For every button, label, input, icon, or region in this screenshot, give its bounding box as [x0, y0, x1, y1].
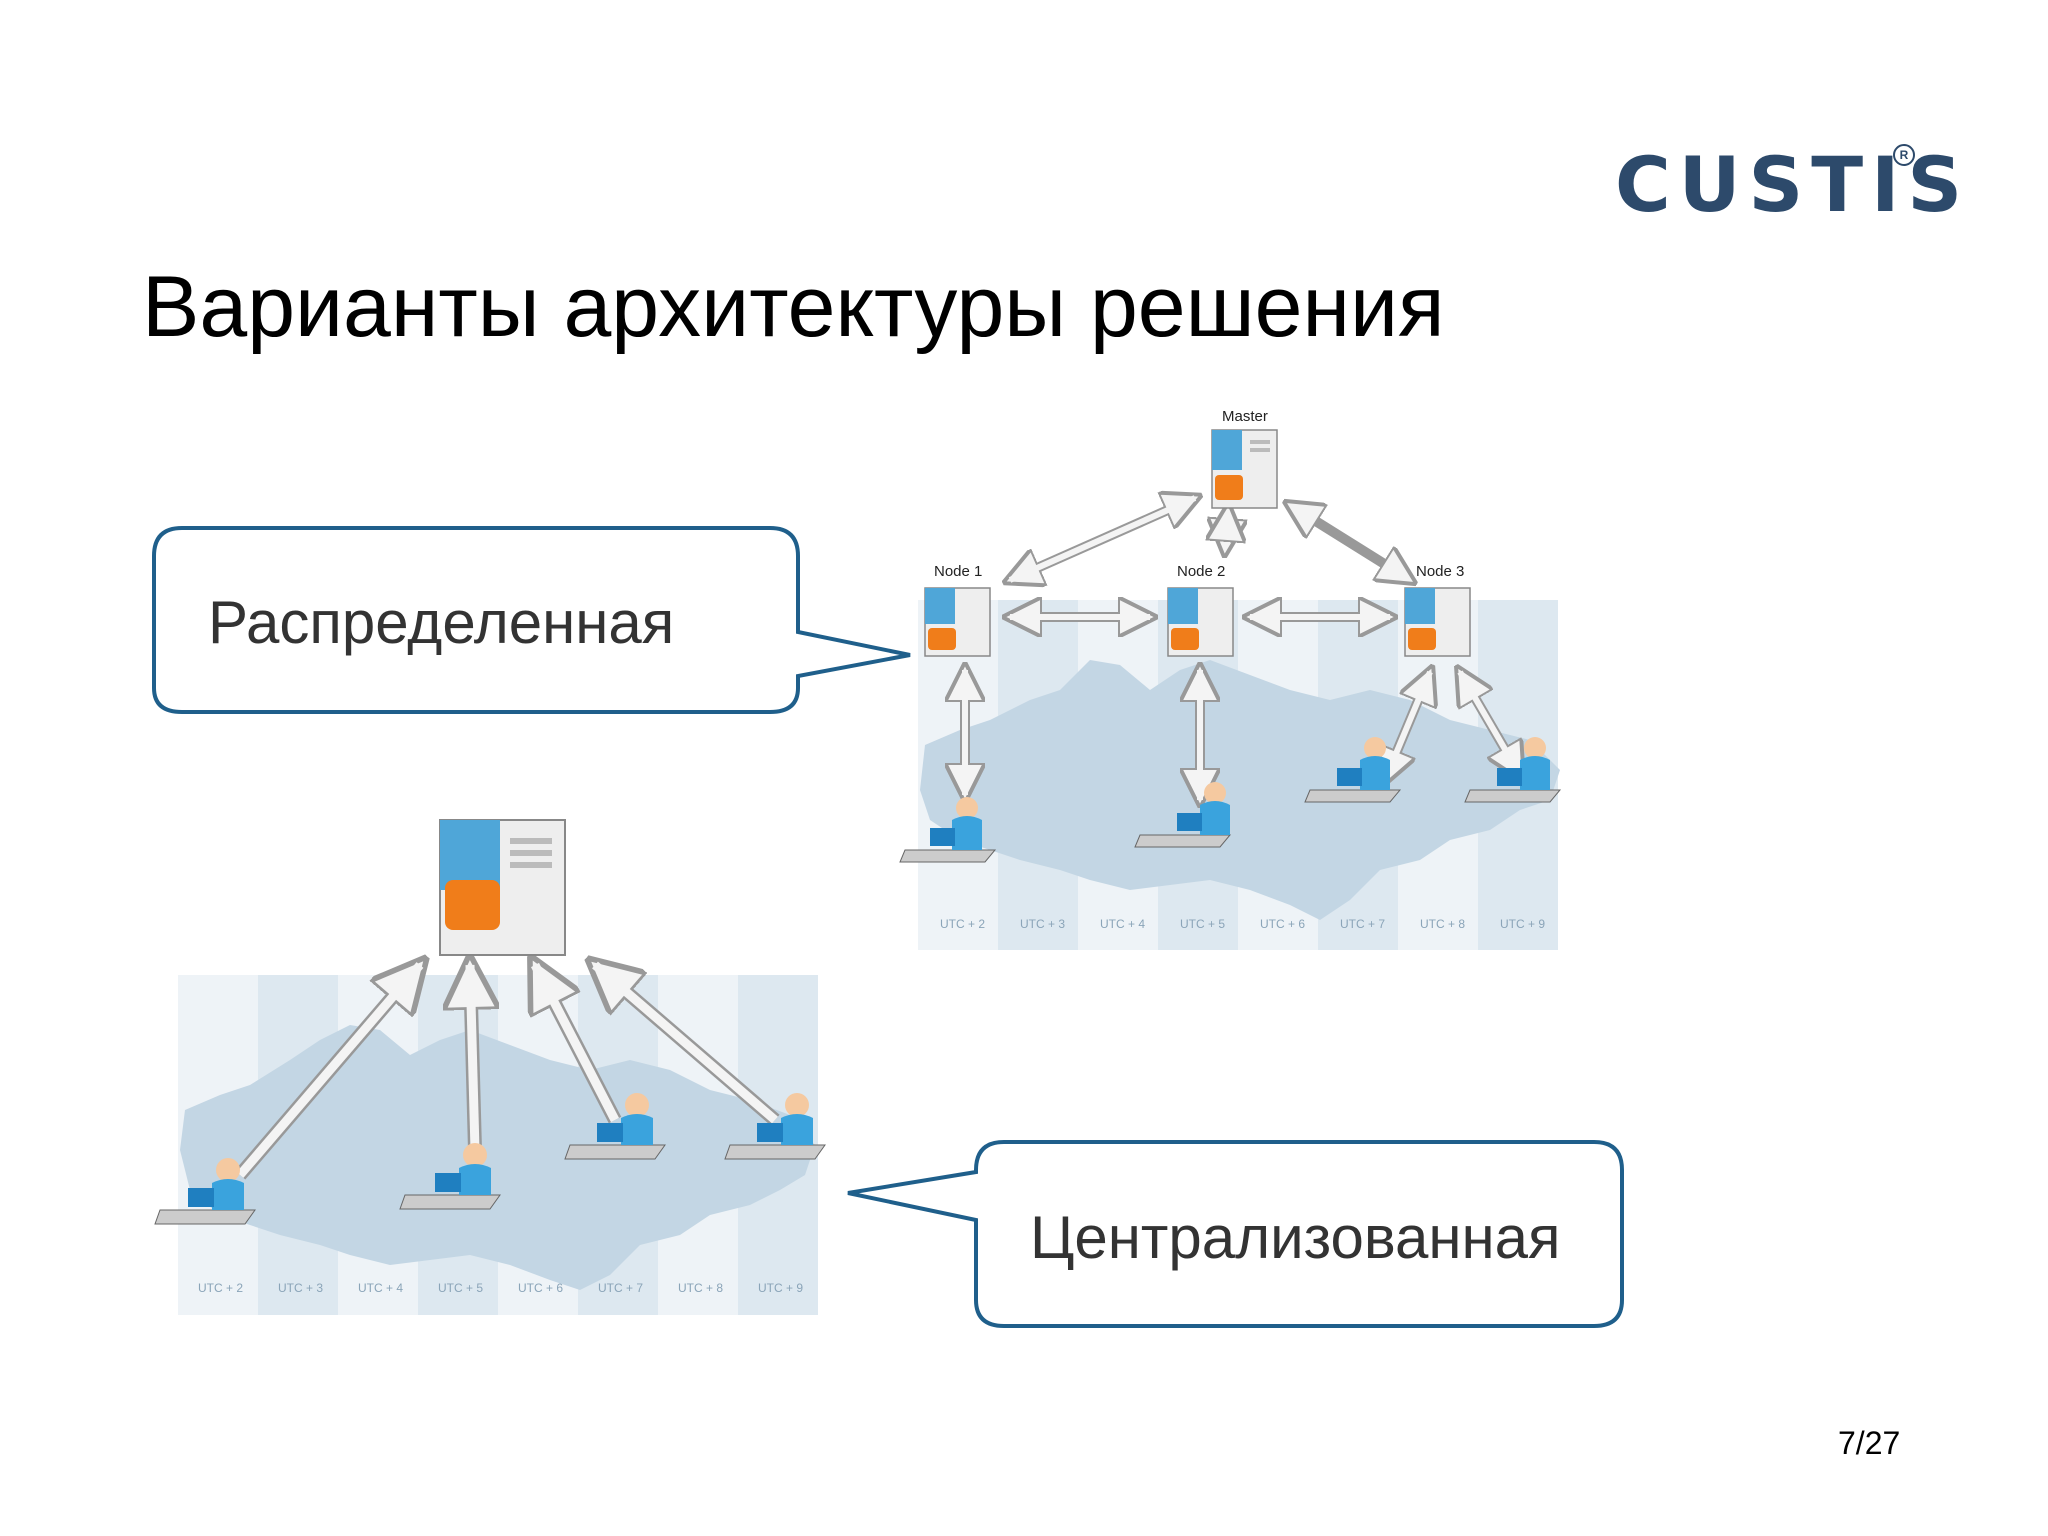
node3-server — [1404, 587, 1471, 657]
tz-label: UTC + 8 — [678, 1281, 723, 1295]
tz-label: UTC + 2 — [198, 1281, 243, 1295]
master-server — [1211, 429, 1278, 509]
tz-label: UTC + 5 — [1180, 917, 1225, 931]
node1-label: Node 1 — [934, 563, 982, 580]
tz-label: UTC + 7 — [598, 1281, 643, 1295]
tz-label: UTC + 4 — [358, 1281, 403, 1295]
tz-label: UTC + 7 — [1340, 917, 1385, 931]
page-number: 7/27 — [1838, 1425, 1901, 1461]
user-icon — [1134, 782, 1232, 848]
central-server — [439, 819, 566, 956]
distributed-callout — [152, 526, 911, 714]
user-icon — [724, 1093, 826, 1160]
tz-label: UTC + 3 — [278, 1281, 323, 1295]
user-icon — [564, 1093, 666, 1160]
user-icon — [1464, 737, 1562, 803]
registered-mark: R — [1893, 144, 1915, 166]
user-icon — [154, 1158, 256, 1225]
tz-label: UTC + 2 — [940, 917, 985, 931]
centralized-map: UTC + 2 UTC + 3 UTC + 4 UTC + 5 UTC + 6 … — [178, 975, 818, 1315]
centralized-callout — [847, 1140, 1624, 1328]
node1-server — [924, 587, 991, 657]
arrow-master-node3 — [1290, 505, 1410, 580]
user-icon — [399, 1143, 501, 1210]
tz-label: UTC + 3 — [1020, 917, 1065, 931]
tz-label: UTC + 9 — [758, 1281, 803, 1295]
user-icon — [1304, 737, 1402, 803]
centralized-callout-label: Централизованная — [1030, 1204, 1561, 1271]
slide-title: Варианты архитектуры решения — [142, 259, 1445, 355]
tz-labels: UTC + 2 UTC + 3 UTC + 4 UTC + 5 UTC + 6 … — [940, 917, 1545, 931]
tz-label: UTC + 4 — [1100, 917, 1145, 931]
node3-label: Node 3 — [1416, 563, 1464, 580]
distributed-callout-label: Распределенная — [208, 589, 675, 656]
node2-server — [1167, 587, 1234, 657]
centralized-arrow-fill — [236, 961, 778, 1178]
distributed-arrow-fill — [962, 495, 1523, 800]
tz-labels: UTC + 2 UTC + 3 UTC + 4 UTC + 5 UTC + 6 … — [198, 1281, 803, 1295]
arrow-master-node2 — [1225, 510, 1228, 550]
russia-map-shape — [180, 1025, 815, 1290]
master-label: Master — [1222, 408, 1268, 425]
tz-label: UTC + 6 — [518, 1281, 563, 1295]
tz-label: UTC + 6 — [1260, 917, 1305, 931]
user-icon — [899, 797, 997, 863]
tz-label: UTC + 8 — [1420, 917, 1465, 931]
tz-label: UTC + 5 — [438, 1281, 483, 1295]
tz-label: UTC + 9 — [1500, 917, 1545, 931]
node2-label: Node 2 — [1177, 563, 1225, 580]
